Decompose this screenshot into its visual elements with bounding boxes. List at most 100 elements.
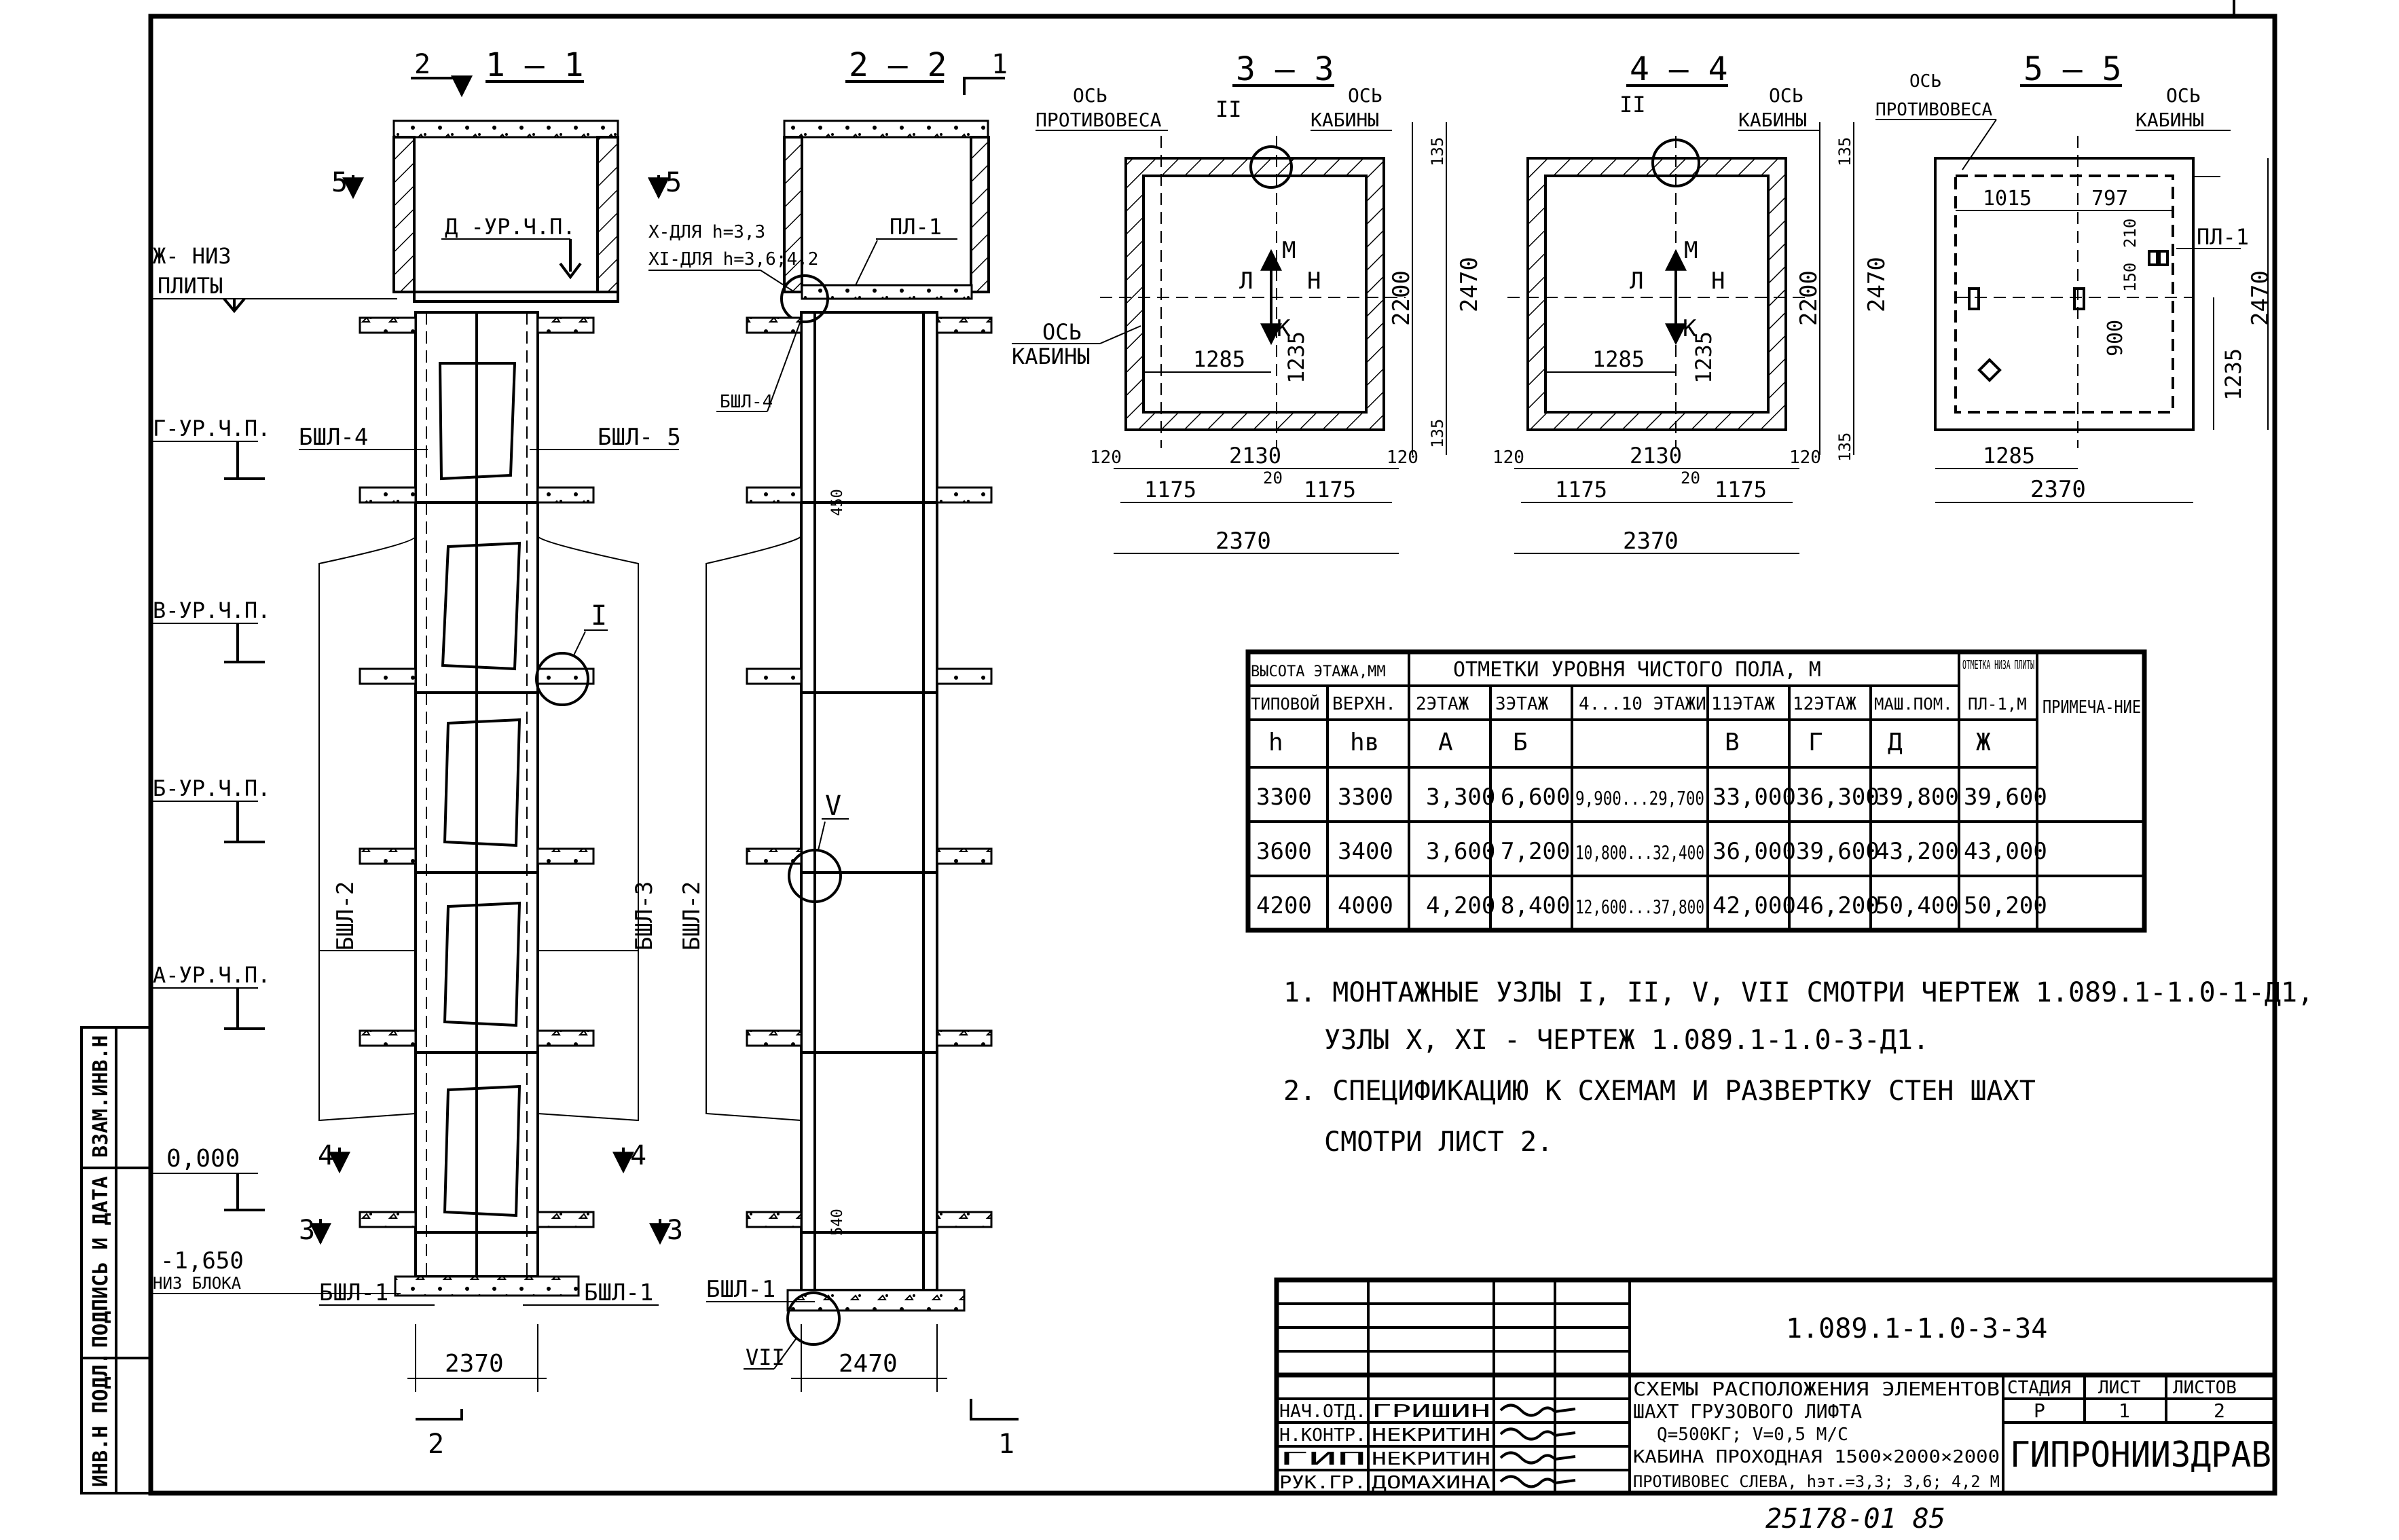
axis-l-1: Л: [1239, 268, 1253, 295]
table-symbol-cell: hв: [1350, 729, 1379, 756]
protivovesa-label-1: ПРОТИВОВЕСА: [1036, 109, 1162, 131]
os-label-2: ОСЬ: [1348, 84, 1382, 107]
axis-m-1: М: [1282, 237, 1296, 264]
table-cell: 9,900...29,700: [1575, 787, 1704, 809]
dim-120-2a: 120: [1492, 447, 1524, 468]
cut-mark-1-top: 1: [991, 49, 1008, 80]
dim-1175-1b: 1175: [1304, 477, 1356, 502]
table-cell: 12,600...37,800: [1575, 896, 1704, 918]
signature: [1499, 1475, 1576, 1488]
os-label-5: ОСЬ: [1909, 71, 1941, 92]
block-bsh2-right: БШЛ-2: [678, 881, 706, 951]
note-2a: 2. СПЕЦИФИКАЦИЮ К СХЕМАМ И РАЗВЕРТКУ СТЕ…: [1283, 1076, 2036, 1107]
notes: 1. МОНТАЖНЫЕ УЗЛЫ I, II, V, VII СМОТРИ Ч…: [1283, 977, 2313, 1158]
th-height: ВЫСОТА ЭТАЖА,ММ: [1251, 663, 1386, 680]
cut-mark-2-top: 2: [414, 49, 431, 80]
table-cell: 3,300: [1426, 784, 1495, 811]
axis-m-2: М: [1684, 237, 1698, 264]
plan-3-3: 3 — 3 ОСЬ ПРОТИВОВЕСА II ОСЬ КАБИНЫ М Н …: [1012, 50, 1483, 555]
tb-role: РУК.ГР.: [1279, 1473, 1366, 1493]
dim-135-2a: 135: [1835, 137, 1854, 166]
th-mark: ОТМЕТКА НИЗА ПЛИТЫ: [1962, 658, 2034, 672]
dim-2370-3: 2370: [2030, 476, 2086, 503]
plan-5-5: 5 — 5 ОСЬ ПРОТИВОВЕСА ОСЬ КАБИНЫ 1015 79…: [1875, 50, 2274, 503]
dim-900: 900: [2104, 320, 2127, 356]
tb-stage: Р: [2034, 1399, 2045, 1422]
dim-1235-3: 1235: [2220, 348, 2246, 401]
dim-2130-2: 2130: [1630, 443, 1682, 469]
tb-desc4: КАБИНА ПРОХОДНАЯ 1500×2000×2000: [1633, 1447, 2000, 1467]
node-VII: VII: [746, 1344, 785, 1370]
protivovesa-label-2: ПРОТИВОВЕСА: [1875, 100, 1993, 120]
os-label-4: ОСЬ: [1769, 84, 1803, 107]
dim-2370-2: 2370: [1623, 528, 1679, 555]
table-cell: 4,200: [1426, 892, 1495, 919]
table-cell: 3400: [1338, 838, 1393, 865]
cut-3-left: 3: [299, 1215, 315, 1246]
tb-sheet: 1: [2119, 1399, 2130, 1422]
table-symbol-cell: В: [1725, 729, 1740, 756]
tb-name: НЕКРИТИН: [1372, 1425, 1490, 1446]
dim-1175-1a: 1175: [1144, 477, 1196, 502]
cut-3-right: 3: [667, 1215, 683, 1246]
level-niz-bloka: НИЗ БЛОКА: [153, 1274, 242, 1293]
note-1b: УЗЛЫ X, XI - ЧЕРТЕЖ 1.089.1-1.0-3-Д1.: [1324, 1025, 1929, 1056]
side-stamp: ВЗАМ.ИНВ.Н ПОДПИСЬ И ДАТА ИНВ.Н ПОДЛ.: [80, 1026, 152, 1495]
dim-2470-3: 2470: [2247, 270, 2274, 326]
th-12: 12ЭТАЖ: [1793, 694, 1856, 714]
shaft-column: [414, 311, 539, 1278]
level-d: Д -УР.Ч.П.: [445, 214, 576, 240]
block-bsh1-c: БШЛ-1: [706, 1276, 775, 1303]
block-pl1-b: ПЛ-1: [2197, 224, 2249, 250]
dim-120-1a: 120: [1090, 447, 1122, 468]
node-II-b: II: [1619, 92, 1646, 117]
tb-desc3: Q=500КГ; V=0,5 М/С: [1657, 1425, 1848, 1445]
dim-450: 450: [829, 489, 846, 516]
th-note: ПРИМЕЧА-НИЕ: [2043, 697, 2141, 718]
kabiny-label-2: КАБИНЫ: [1012, 344, 1091, 369]
dim-1285-2: 1285: [1592, 346, 1645, 372]
tb-stage-label: СТАДИЯ: [2007, 1378, 2071, 1398]
tb-name: ДОМАХИНА: [1372, 1473, 1490, 1493]
axis-n-1: Н: [1307, 268, 1321, 295]
kabiny-label-3: КАБИНЫ: [1738, 109, 1807, 131]
dim-2200-2: 2200: [1795, 270, 1823, 326]
section-2-2-title: 2 — 2: [849, 46, 947, 84]
tb-desc2: ШАХТ ГРУЗОВОГО ЛИФТА: [1633, 1400, 1862, 1423]
th-4-10: 4...10 ЭТАЖИ: [1579, 694, 1706, 714]
section-3-3-title: 3 — 3: [1236, 50, 1334, 88]
dim-540: 540: [829, 1209, 846, 1236]
dim-210: 210: [2121, 219, 2140, 248]
table-cell: 50,400: [1875, 892, 1959, 919]
table-cell: 3600: [1256, 838, 1312, 865]
table-cell: 6,600: [1501, 784, 1570, 811]
tb-sheets-label: ЛИСТОВ: [2173, 1378, 2237, 1398]
dim-1175-2a: 1175: [1555, 477, 1607, 502]
tb-role: НАЧ.ОТД.: [1279, 1401, 1366, 1422]
th-group: ОТМЕТКИ УРОВНЯ ЧИСТОГО ПОЛА, М: [1453, 658, 1821, 682]
tb-code: 1.089.1-1.0-3-34: [1786, 1313, 2047, 1344]
table-cell: 4200: [1256, 892, 1312, 919]
plan-4-4: 4 — 4 II ОСЬ КАБИНЫ М Н Л К 1285 1235 13…: [1492, 50, 1890, 555]
table-cell: 10,800...32,400: [1575, 841, 1704, 864]
block-bsh5: БШЛ- 5: [598, 424, 681, 451]
section-1-1: 1 — 1 2 5 5 Д -УР.Ч.П.: [153, 46, 683, 1460]
tb-name: ГРИШИН: [1372, 1401, 1490, 1422]
node-x-note: X-ДЛЯ h=3,3: [648, 222, 765, 242]
table-symbol-cell: Д: [1888, 729, 1903, 756]
th-11: 11ЭТАЖ: [1711, 694, 1775, 714]
dim-120-1b: 120: [1387, 447, 1418, 468]
section-2-2: 2 — 2 1 ПЛ-1 X-ДЛЯ h=3,3 XI-ДЛЯ h=3,6;4,…: [648, 46, 1019, 1460]
section-4-4-title: 4 — 4: [1630, 50, 1728, 88]
node-I: I: [591, 600, 607, 631]
dim-20-2: 20: [1681, 469, 1700, 488]
dim-1015: 1015: [1983, 187, 2032, 210]
block-bsh3: БШЛ-3: [631, 881, 658, 951]
cut-5-right: 5: [665, 167, 682, 198]
node-V: V: [825, 790, 841, 822]
table-cell: 46,200: [1796, 892, 1880, 919]
table-cell: 43,200: [1875, 838, 1959, 865]
th-mash: МАШ.ПОМ.: [1874, 695, 1953, 714]
